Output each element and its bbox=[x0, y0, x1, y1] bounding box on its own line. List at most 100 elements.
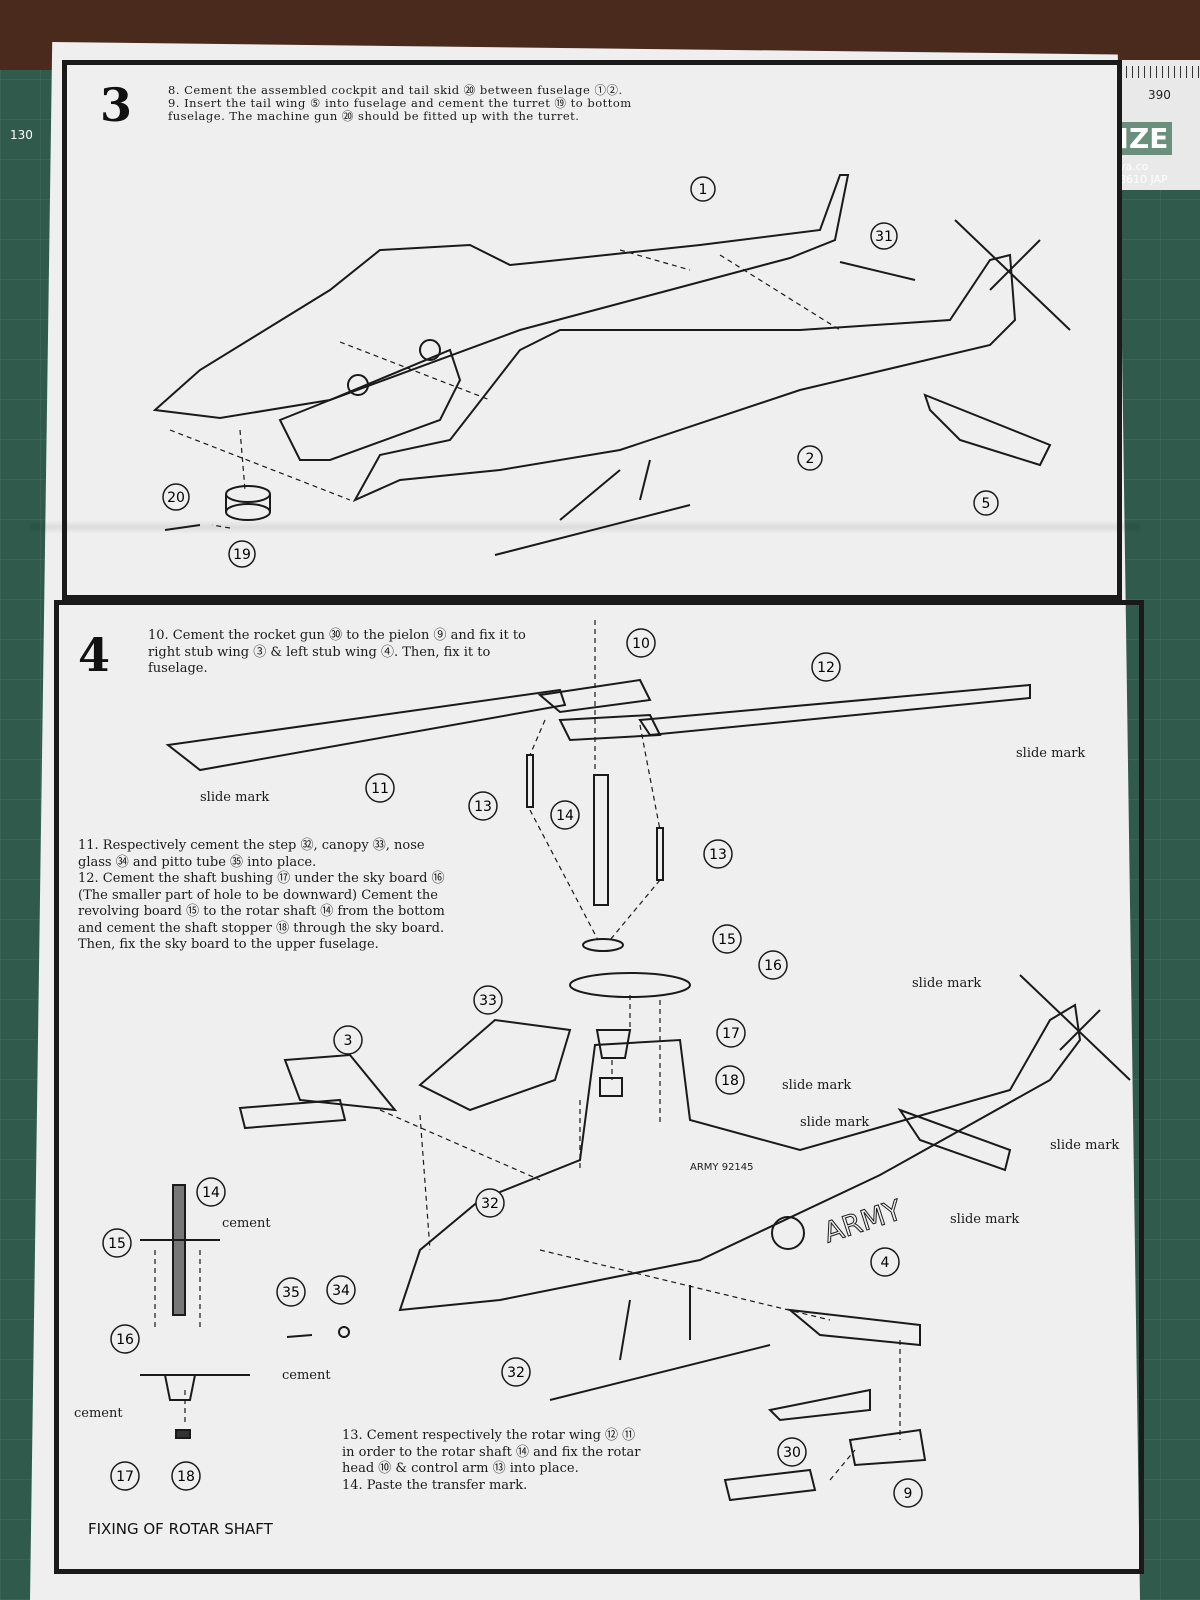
svg-text:14: 14 bbox=[202, 1185, 220, 1201]
shaft-bushing-part bbox=[595, 1029, 632, 1059]
callout-19 bbox=[228, 540, 256, 568]
step-3-instructions: 8. Cement the assembled cockpit and tail… bbox=[168, 84, 638, 123]
callout-15 bbox=[712, 924, 742, 954]
pylon-9 bbox=[848, 1428, 927, 1467]
svg-text:30: 30 bbox=[783, 1445, 801, 1461]
instruction-sheet bbox=[30, 42, 1140, 1600]
rotor-shaft-part bbox=[593, 774, 609, 906]
svg-text:2: 2 bbox=[806, 451, 815, 467]
slide-mark-label: slide mark bbox=[950, 1212, 1020, 1227]
lower-fuselage-part bbox=[352, 253, 1017, 503]
callout-13 bbox=[703, 839, 733, 869]
callout-32 bbox=[501, 1357, 531, 1387]
svg-text:15: 15 bbox=[108, 1236, 126, 1252]
star-insignia bbox=[771, 1216, 805, 1250]
sky-board-part bbox=[569, 972, 691, 998]
svg-text:9: 9 bbox=[904, 1486, 913, 1502]
shaft-detail bbox=[172, 1184, 186, 1316]
svg-text:15: 15 bbox=[718, 932, 736, 948]
turret-part bbox=[225, 494, 271, 512]
horizontal-stabilizer bbox=[897, 1108, 1012, 1172]
rotor-hub-lower bbox=[558, 713, 662, 742]
instruction-line: 13. Cement respectively the rotar wing ⑫… bbox=[342, 1428, 641, 1476]
callout-10 bbox=[626, 628, 656, 658]
rocket-gun-30 bbox=[723, 1468, 817, 1502]
callout-11 bbox=[365, 773, 395, 803]
svg-text:20: 20 bbox=[167, 490, 185, 506]
svg-text:4: 4 bbox=[881, 1255, 890, 1271]
main-fuselage bbox=[398, 1003, 1082, 1312]
part-callouts-step3: 1 31 2 5 20 19 bbox=[162, 176, 999, 568]
step-4-instructions-c: 13. Cement respectively the rotar wing ⑫… bbox=[342, 1428, 642, 1494]
landing-skid bbox=[559, 459, 651, 521]
svg-text:17: 17 bbox=[116, 1469, 134, 1485]
control-arm-part bbox=[526, 754, 534, 808]
rotor-blade-12 bbox=[638, 683, 1031, 737]
cement-label: cement bbox=[74, 1406, 123, 1421]
machine-gun-part bbox=[164, 524, 201, 531]
svg-text:13: 13 bbox=[474, 799, 492, 815]
pilot-figure bbox=[347, 374, 369, 396]
svg-text:17: 17 bbox=[722, 1026, 740, 1042]
bushing-detail bbox=[163, 1374, 197, 1401]
pitot-tube-part bbox=[286, 1334, 313, 1338]
step-4-number: 4 bbox=[78, 628, 111, 682]
upper-fuselage-part bbox=[152, 174, 850, 420]
callout-4 bbox=[870, 1247, 900, 1277]
callout-33 bbox=[473, 985, 503, 1015]
svg-text:13: 13 bbox=[709, 847, 727, 863]
paper-fold bbox=[30, 520, 1140, 534]
slide-mark-label: slide mark bbox=[912, 976, 982, 991]
rocket-pod-3 bbox=[238, 1098, 347, 1130]
svg-text:35: 35 bbox=[282, 1285, 300, 1301]
callout-30 bbox=[777, 1437, 807, 1467]
rotor-head-part bbox=[537, 678, 652, 714]
callout-34 bbox=[326, 1275, 356, 1305]
slide-mark-label: slide mark bbox=[1050, 1138, 1120, 1153]
callout-16 bbox=[110, 1324, 140, 1354]
svg-text:32: 32 bbox=[481, 1196, 499, 1212]
svg-text:34: 34 bbox=[332, 1283, 350, 1299]
stopper-detail bbox=[175, 1429, 191, 1439]
landing-skid bbox=[494, 504, 691, 556]
svg-text:33: 33 bbox=[479, 993, 497, 1009]
callout-35 bbox=[276, 1277, 306, 1307]
callout-5 bbox=[973, 490, 999, 516]
callout-1 bbox=[690, 176, 716, 202]
callout-15 bbox=[102, 1228, 132, 1258]
svg-text:32: 32 bbox=[507, 1365, 525, 1381]
callout-31 bbox=[870, 222, 898, 250]
cement-label: cement bbox=[222, 1216, 271, 1231]
callout-18 bbox=[171, 1461, 201, 1491]
stub-wing-3 bbox=[283, 1053, 398, 1112]
rocket-pod bbox=[767, 1388, 871, 1422]
svg-text:3: 3 bbox=[344, 1033, 353, 1049]
callout-32 bbox=[475, 1188, 505, 1218]
svg-text:11: 11 bbox=[371, 781, 389, 797]
tail-rotor bbox=[954, 219, 1071, 331]
step-3-panel bbox=[62, 60, 1122, 600]
svg-text:18: 18 bbox=[721, 1073, 739, 1089]
svg-text:5: 5 bbox=[982, 496, 991, 512]
tail-skid-part bbox=[839, 261, 916, 281]
nose-glass-part bbox=[338, 1326, 350, 1338]
fuselage-army-marking: ARMY bbox=[820, 1193, 907, 1249]
instruction-line: 9. Insert the tail wing ⑤ into fuselage … bbox=[168, 96, 632, 123]
step-4-instructions-b: 11. Respectively cement the step ㉜, cano… bbox=[78, 838, 458, 954]
landing-skid bbox=[619, 1285, 691, 1361]
callout-20 bbox=[162, 483, 190, 511]
stub-wing-4 bbox=[786, 1308, 921, 1347]
svg-text:31: 31 bbox=[875, 229, 893, 245]
callout-2 bbox=[797, 445, 823, 471]
step-4-instructions-a: 10. Cement the rocket gun ㉚ to the pielo… bbox=[148, 628, 528, 678]
callout-13 bbox=[468, 791, 498, 821]
cement-label: cement bbox=[282, 1368, 331, 1383]
slide-mark-label: slide mark bbox=[1016, 746, 1086, 761]
svg-text:14: 14 bbox=[556, 808, 574, 824]
svg-text:10: 10 bbox=[632, 636, 650, 652]
slide-mark-label: slide mark bbox=[800, 1115, 870, 1130]
instruction-line: 11. Respectively cement the step ㉜, cano… bbox=[78, 838, 425, 870]
svg-text:19: 19 bbox=[233, 547, 251, 563]
callout-14 bbox=[196, 1177, 226, 1207]
